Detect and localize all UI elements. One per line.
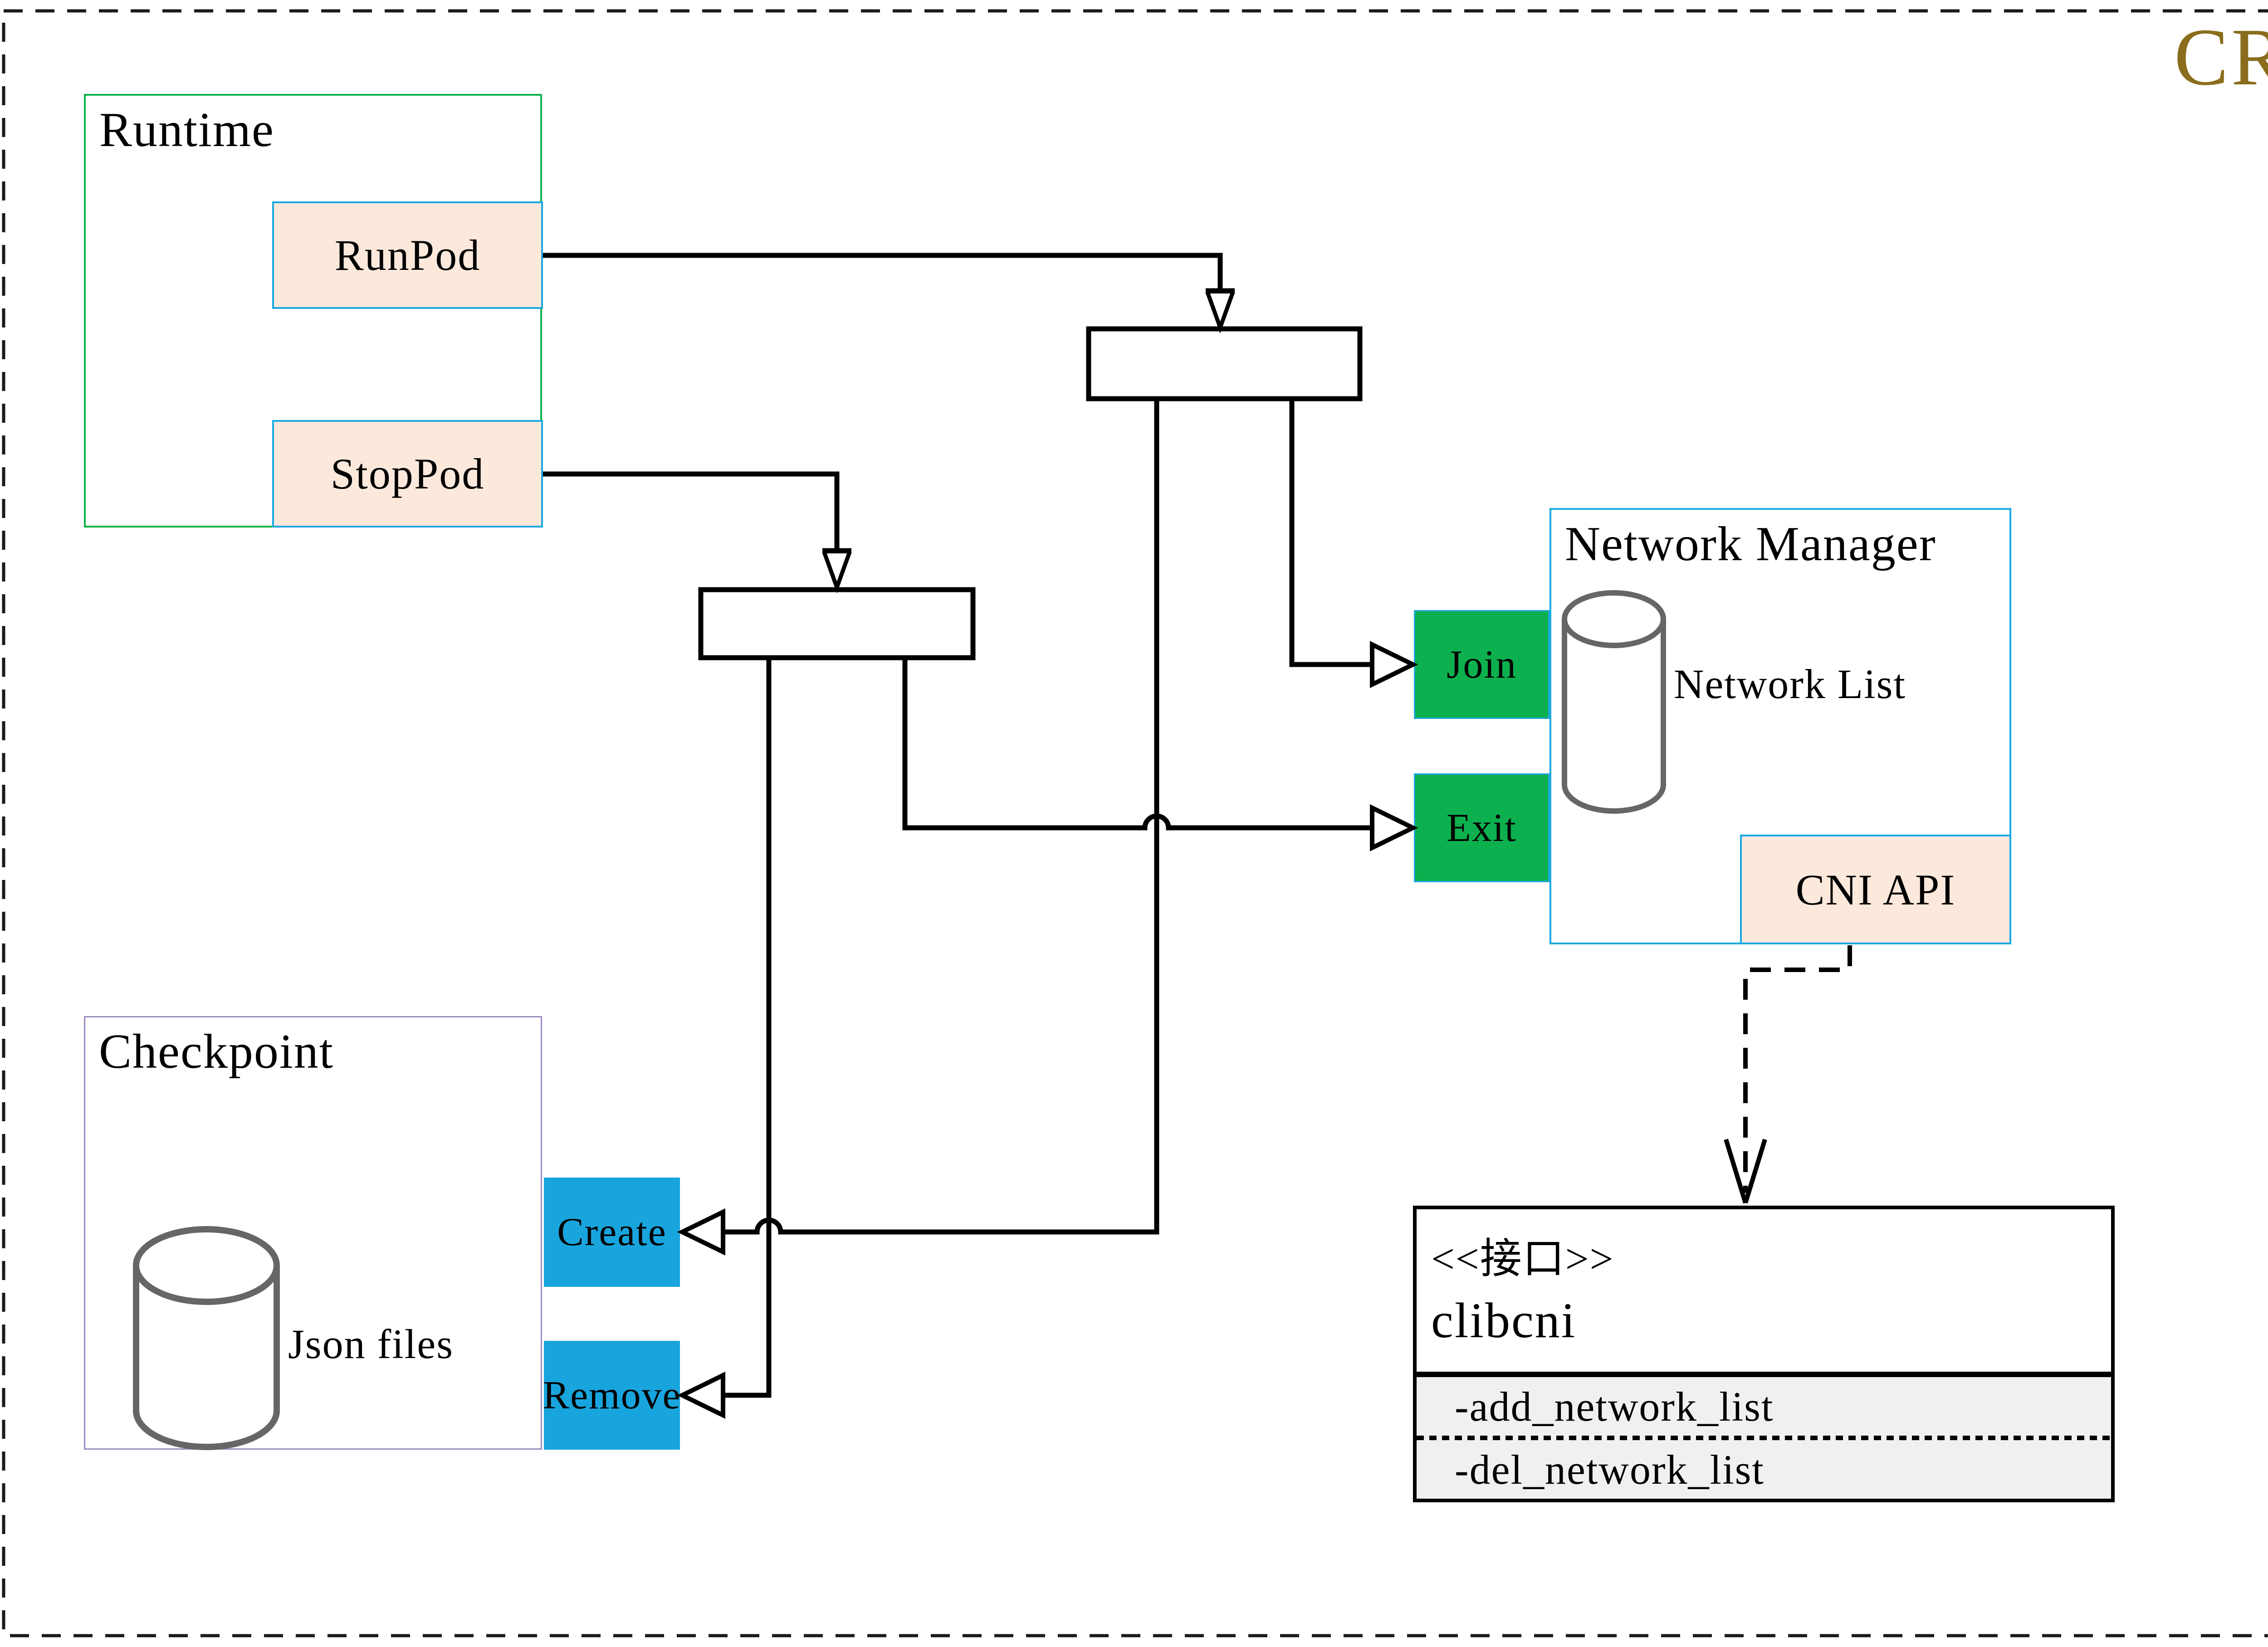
method-add-network-list: -add_network_list <box>1455 1383 1774 1430</box>
pod-process-box-mid <box>698 587 976 660</box>
network-list-label: Network List <box>1674 661 1906 707</box>
checkpoint-container: Checkpoint <box>84 1016 542 1450</box>
exit-node: Exit <box>1414 773 1549 882</box>
clibcni-interface-box: <<接口>> clibcni -add_network_list -del_ne… <box>1413 1206 2115 1502</box>
remove-node: Remove <box>543 1341 680 1450</box>
runtime-title: Runtime <box>99 103 274 157</box>
interface-methods: -add_network_list -del_network_list <box>1417 1377 2111 1499</box>
join-flow-arrow <box>1289 401 1418 689</box>
join-node: Join <box>1414 610 1549 719</box>
interface-divider <box>1417 1372 2111 1377</box>
checkpoint-title: Checkpoint <box>99 1025 334 1079</box>
runpod-node: RunPod <box>272 201 543 309</box>
create-node: Create <box>544 1178 680 1287</box>
exit-flow-arrow <box>902 659 1418 852</box>
stoppod-node: StopPod <box>272 420 543 528</box>
pod-process-box-top <box>1086 326 1363 401</box>
runpod-flow-arrow <box>543 253 1235 334</box>
network-manager-title: Network Manager <box>1565 517 1936 571</box>
clibcni-header: <<接口>> clibcni <box>1417 1209 2111 1372</box>
create-flow-arrow <box>677 401 1159 1256</box>
method-del-network-list: -del_network_list <box>1455 1446 1765 1493</box>
cni-api-node: CNI API <box>1740 835 2011 944</box>
remove-flow-arrow <box>677 659 772 1419</box>
interface-name: clibcni <box>1431 1293 1577 1348</box>
interface-stereotype: <<接口>> <box>1431 1236 1614 1282</box>
stoppod-flow-arrow <box>543 471 851 594</box>
json-files-label: Json files <box>288 1321 454 1367</box>
cni-dependency-arrow <box>1724 945 1852 1204</box>
cri-badge: CRI <box>2174 12 2268 102</box>
method-separator <box>1417 1436 2111 1440</box>
